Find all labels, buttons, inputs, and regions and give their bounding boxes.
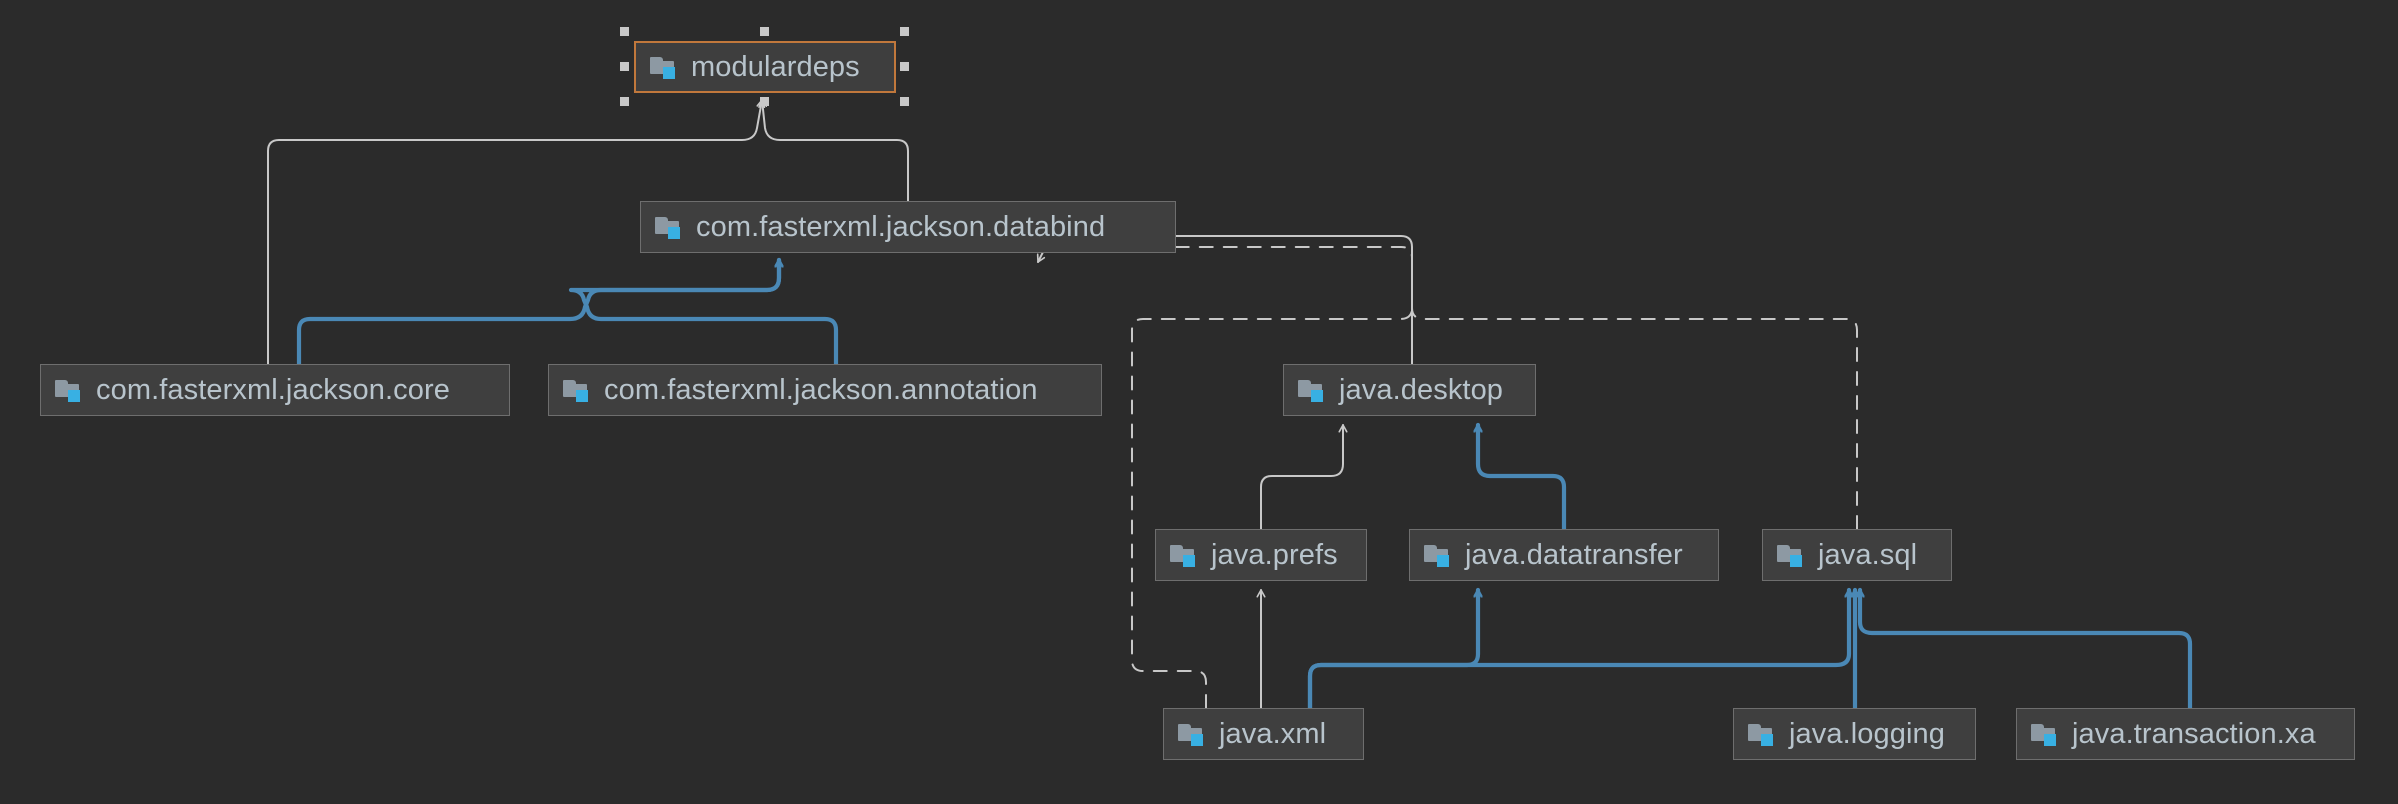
graph-node-com.fasterxml.jackson.core[interactable]: com.fasterxml.jackson.core [40, 364, 510, 416]
edge-prefs-to-desktop[interactable] [1260, 424, 1343, 530]
graph-node-label: java.desktop [1339, 373, 1504, 406]
graph-node-label: com.fasterxml.jackson.annotation [604, 373, 1038, 406]
module-folder-icon [1777, 543, 1805, 567]
graph-node-java.xml[interactable]: java.xml [1163, 708, 1364, 760]
edge-desktop-to-databind[interactable] [1052, 247, 1413, 365]
edge-annotation-to-databind[interactable] [568, 257, 839, 367]
graph-node-label: java.logging [1789, 717, 1945, 750]
graph-node-label: modulardeps [691, 50, 860, 83]
graph-node-java.logging[interactable]: java.logging [1733, 708, 1976, 760]
graph-node-label: com.fasterxml.jackson.core [96, 373, 450, 406]
graph-node-com.fasterxml.jackson.annotation[interactable]: com.fasterxml.jackson.annotation [548, 364, 1102, 416]
graph-node-java.prefs[interactable]: java.prefs [1155, 529, 1367, 581]
graph-node-label: java.transaction.xa [2072, 717, 2316, 750]
graph-node-java.desktop[interactable]: java.desktop [1283, 364, 1536, 416]
edge-databind-to-modulardeps[interactable] [762, 99, 909, 202]
graph-node-java.transaction.xa[interactable]: java.transaction.xa [2016, 708, 2355, 760]
edge-datatransfer-to-desktop[interactable] [1478, 422, 1567, 532]
module-folder-icon [563, 378, 591, 402]
edge-xml-to-databind[interactable] [1131, 279, 1413, 709]
module-folder-icon [1748, 722, 1776, 746]
graph-node-java.datatransfer[interactable]: java.datatransfer [1409, 529, 1719, 581]
graph-node-label: java.prefs [1211, 538, 1338, 571]
edge-xml-to-sql[interactable] [1307, 587, 1849, 711]
module-folder-icon [1170, 543, 1198, 567]
selection-handle-1[interactable] [760, 27, 769, 36]
graph-node-com.fasterxml.jackson.databind[interactable]: com.fasterxml.jackson.databind [640, 201, 1176, 253]
module-folder-icon [1424, 543, 1452, 567]
module-folder-icon [1178, 722, 1206, 746]
graph-node-modulardeps[interactable]: modulardeps [634, 41, 896, 93]
selection-handle-4[interactable] [900, 62, 909, 71]
graph-node-label: java.datatransfer [1465, 538, 1683, 571]
selection-handle-0[interactable] [620, 27, 629, 36]
edge-sql-to-databind[interactable] [1411, 279, 1858, 530]
graph-node-java.sql[interactable]: java.sql [1762, 529, 1952, 581]
edge-core-to-databind[interactable] [296, 257, 779, 367]
selection-handle-5[interactable] [620, 97, 629, 106]
edge-transaction-to-sql[interactable] [1860, 587, 2193, 711]
graph-node-label: java.xml [1219, 717, 1327, 750]
selection-handle-7[interactable] [900, 97, 909, 106]
graph-node-label: java.sql [1818, 538, 1918, 571]
module-folder-icon [1298, 378, 1326, 402]
selection-handle-3[interactable] [620, 62, 629, 71]
edge-xml-to-datatransfer[interactable] [1307, 587, 1478, 711]
module-folder-icon [55, 378, 83, 402]
selection-handle-6[interactable] [760, 97, 769, 106]
edge-desktop-up-solid[interactable] [1038, 235, 1413, 365]
module-folder-icon [650, 55, 678, 79]
module-folder-icon [655, 215, 683, 239]
module-folder-icon [2031, 722, 2059, 746]
selection-handle-2[interactable] [900, 27, 909, 36]
graph-node-label: com.fasterxml.jackson.databind [696, 210, 1106, 243]
edge-core-to-modulardeps[interactable] [267, 99, 762, 365]
